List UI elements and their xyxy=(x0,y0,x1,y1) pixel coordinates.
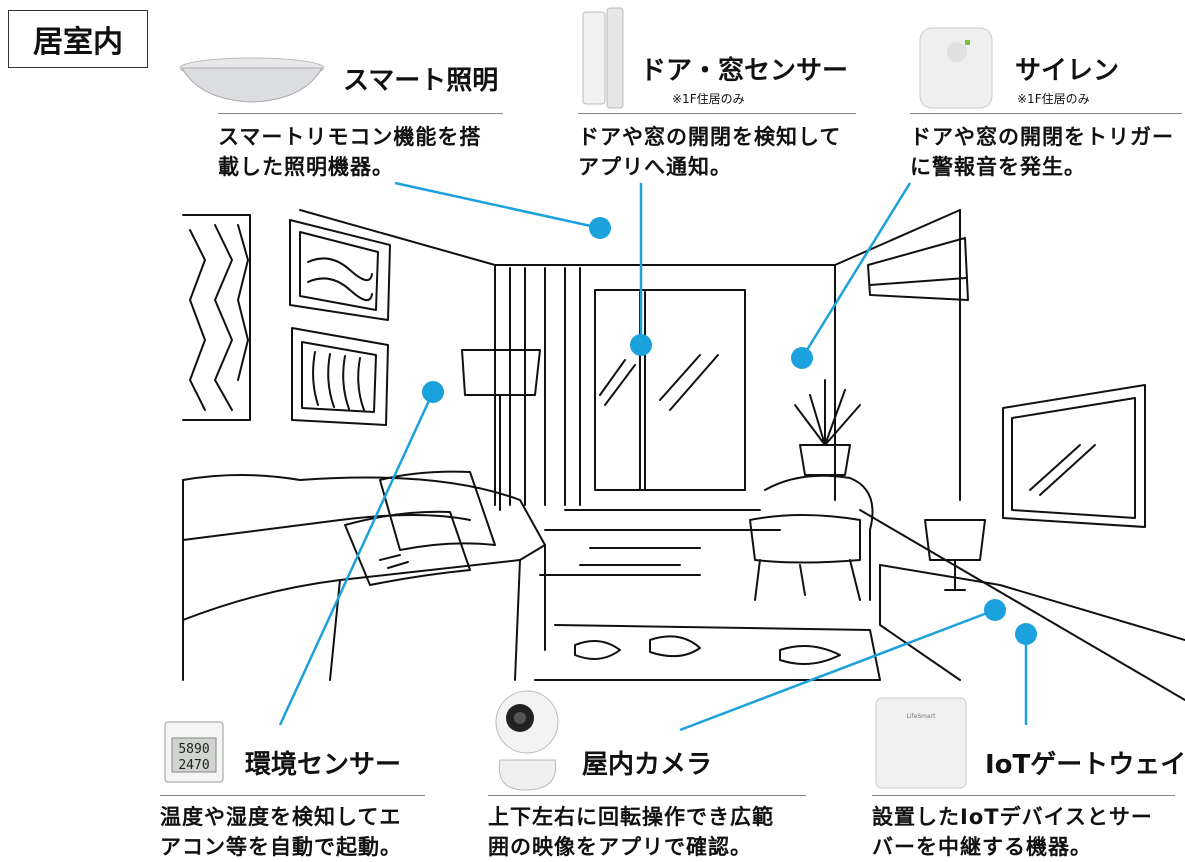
gateway-title: IoTゲートウェイ xyxy=(985,750,1185,780)
gateway-desc: 設置したIoTデバイスとサーバーを中継する機器。 xyxy=(872,805,1153,859)
siren-image xyxy=(919,27,993,109)
siren-desc: ドアや窓の開閉をトリガーに警報音を発生。 xyxy=(910,125,1174,179)
door-sensor-image xyxy=(582,7,624,109)
env-sensor-rule xyxy=(160,795,425,796)
siren-note: ※1F住居のみ xyxy=(1017,92,1090,106)
env-sensor-image: 5890 2470 xyxy=(164,721,224,783)
env-sensor-desc: 温度や湿度を検知してエアコン等を自動で起動。 xyxy=(160,805,402,859)
camera-desc: 上下左右に回転操作でき広範囲の映像をアプリで確認。 xyxy=(488,805,774,859)
smart-light-rule xyxy=(218,113,503,114)
env-sensor-marker xyxy=(422,381,444,403)
camera-title: 屋内カメラ xyxy=(582,750,713,780)
gateway-rule xyxy=(872,795,1175,796)
door-sensor-title: ドア・窓センサー xyxy=(640,56,849,86)
camera-rule xyxy=(488,795,806,796)
camera-marker xyxy=(984,599,1006,621)
door-sensor-marker xyxy=(630,334,652,356)
gateway-image: LifeSmart xyxy=(875,697,967,789)
env-sensor-title: 環境センサー xyxy=(245,750,402,780)
env-display-1: 5890 xyxy=(178,742,209,757)
siren-rule xyxy=(910,113,1182,114)
door-sensor-note: ※1F住居のみ xyxy=(672,92,745,106)
door-sensor-desc: ドアや窓の開閉を検知してアプリへ通知。 xyxy=(578,125,842,179)
gateway-brand: LifeSmart xyxy=(907,713,937,720)
gateway-marker xyxy=(1015,623,1037,645)
light-marker xyxy=(589,217,611,239)
smart-light-image xyxy=(179,57,325,103)
door-sensor-rule xyxy=(578,113,856,114)
siren-title: サイレン xyxy=(1015,56,1120,86)
section-tag: 居室内 xyxy=(8,10,148,68)
siren-marker xyxy=(791,347,813,369)
smart-light-desc: スマートリモコン機能を搭載した照明機器。 xyxy=(218,125,482,179)
smart-light-title: スマート照明 xyxy=(343,66,499,96)
camera-image xyxy=(495,690,559,791)
env-display-2: 2470 xyxy=(178,758,209,773)
